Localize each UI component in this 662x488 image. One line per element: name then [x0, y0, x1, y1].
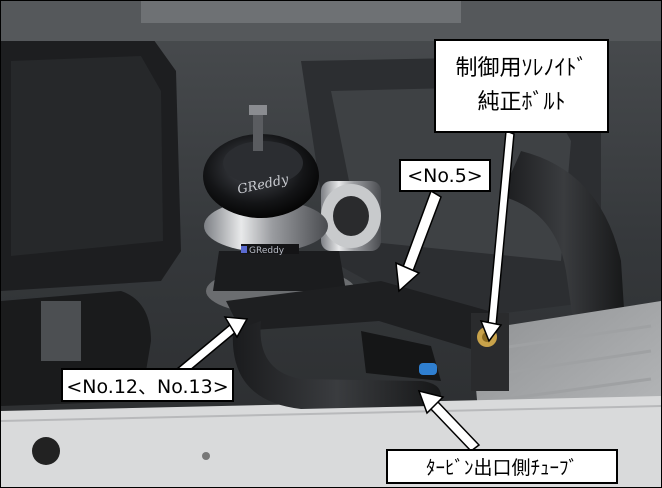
mounting-bracket [226, 281, 506, 356]
intake-hose [501, 151, 626, 351]
arrow-turbine-tube [417, 389, 481, 452]
turbine-outlet-hose [232, 321, 441, 409]
callout-no12-no13: <No.12、No.13> [61, 368, 234, 402]
panel-hole [32, 437, 60, 465]
arrow-solenoid [479, 129, 515, 343]
valve-body-logo: GReddy [249, 246, 285, 256]
callout-solenoid-bolt: 制御用ｿﾚﾉｲﾄﾞ 純正ﾎﾞﾙﾄ [434, 39, 609, 133]
blue-cap [419, 363, 437, 375]
callout-tube-label: ﾀｰﾋﾞﾝ出口側ﾁｭｰﾌﾞ [425, 457, 578, 479]
callout-solenoid-line1: 制御用ｿﾚﾉｲﾄﾞ [455, 56, 588, 81]
callout-no12-label: <No.12、No.13> [66, 375, 229, 398]
arrow-no5 [395, 189, 442, 293]
callout-no5-label: <No.5> [407, 164, 483, 187]
callout-solenoid-line2: 純正ﾎﾞﾙﾄ [477, 90, 566, 115]
callout-no5: <No.5> [399, 159, 491, 192]
callout-turbine-outlet-tube: ﾀｰﾋﾞﾝ出口側ﾁｭｰﾌﾞ [386, 449, 618, 484]
